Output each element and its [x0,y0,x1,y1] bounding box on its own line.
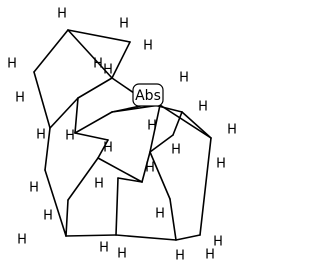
hydrogen-atom-label: H [65,129,75,144]
hydrogen-atom-label: H [43,209,53,224]
hydrogen-atom-label: H [227,123,237,138]
hydrogen-atom-label: H [93,57,103,72]
bond [67,29,113,79]
bond [97,157,143,183]
hydrogen-atom-label: H [205,248,215,263]
stereo-flag: Abs [132,83,164,107]
bond [74,111,113,134]
bond [65,234,117,237]
bond [149,134,174,153]
bond-layer [33,29,212,241]
hydrogen-atom-label: H [103,141,113,156]
hydrogen-atom-label: H [198,100,208,115]
bond [159,104,212,139]
bond [44,169,67,237]
bond [199,137,212,236]
bond [74,132,109,141]
hydrogen-atom-label: H [145,161,155,176]
bond [181,111,212,139]
hydrogen-atom-label: H [171,143,181,158]
bond [49,97,79,129]
bond [169,198,177,241]
hydrogen-atom-label: H [147,119,157,134]
bond [33,29,69,73]
bond [67,157,99,201]
hydrogen-atom-label: H [117,247,127,262]
bond [172,111,183,136]
bond [77,77,113,99]
bond [65,199,69,237]
hydrogen-atom-label: H [216,157,226,172]
bond [74,97,79,134]
hydrogen-atom-label: H [36,128,46,143]
hydrogen-atom-label: H [155,207,165,222]
hydrogen-atom-label: H [15,91,25,106]
bond [117,177,143,183]
bond [115,177,119,236]
hydrogen-atom-label: H [7,57,17,72]
hydrogen-atom-label: H [103,63,113,78]
bond [175,234,201,241]
stereo-flag-box [132,83,164,107]
hydrogen-atom-label: H [179,71,189,86]
hydrogen-atom-label: H [17,233,27,248]
bond [141,151,151,183]
hydrogen-atom-label: H [213,235,223,250]
bond [149,104,161,153]
bond [115,234,177,241]
hydrogen-atom-label: H [94,177,104,192]
hydrogen-atom-label: H [175,249,185,264]
hydrogen-atom-label: H [119,17,129,32]
bond [97,139,109,159]
hydrogen-atom-label: H [143,39,153,54]
bond [149,151,171,200]
bond [33,71,51,129]
stereo-flag-label: Abs [135,88,161,104]
hydrogen-atom-label: H [57,7,67,22]
bond [67,29,131,43]
hydrogen-atom-label: H [29,181,39,196]
bond [111,41,131,79]
bond [44,127,51,171]
hydrogen-atom-label: H [99,241,109,256]
